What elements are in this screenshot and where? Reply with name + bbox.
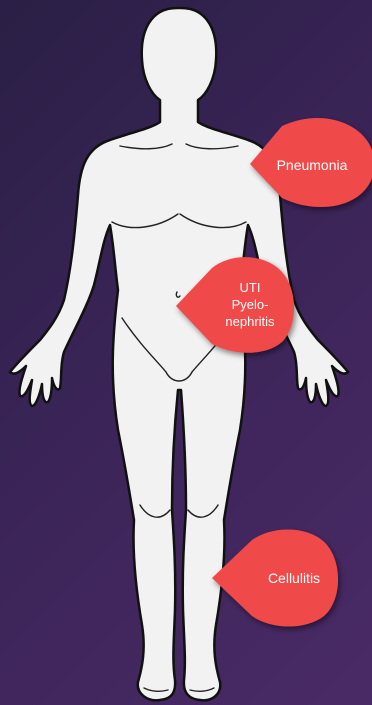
- callout-cellulitis: Cellulitis: [212, 530, 338, 627]
- callout-cellulitis-label: Cellulitis: [268, 570, 320, 586]
- callout-uti-line-2: Pyelo-: [232, 297, 269, 312]
- callout-uti-line-3: nephritis: [225, 314, 275, 329]
- callout-pneumonia-label: Pneumonia: [277, 157, 348, 173]
- callout-uti-line-1: UTI: [240, 280, 261, 295]
